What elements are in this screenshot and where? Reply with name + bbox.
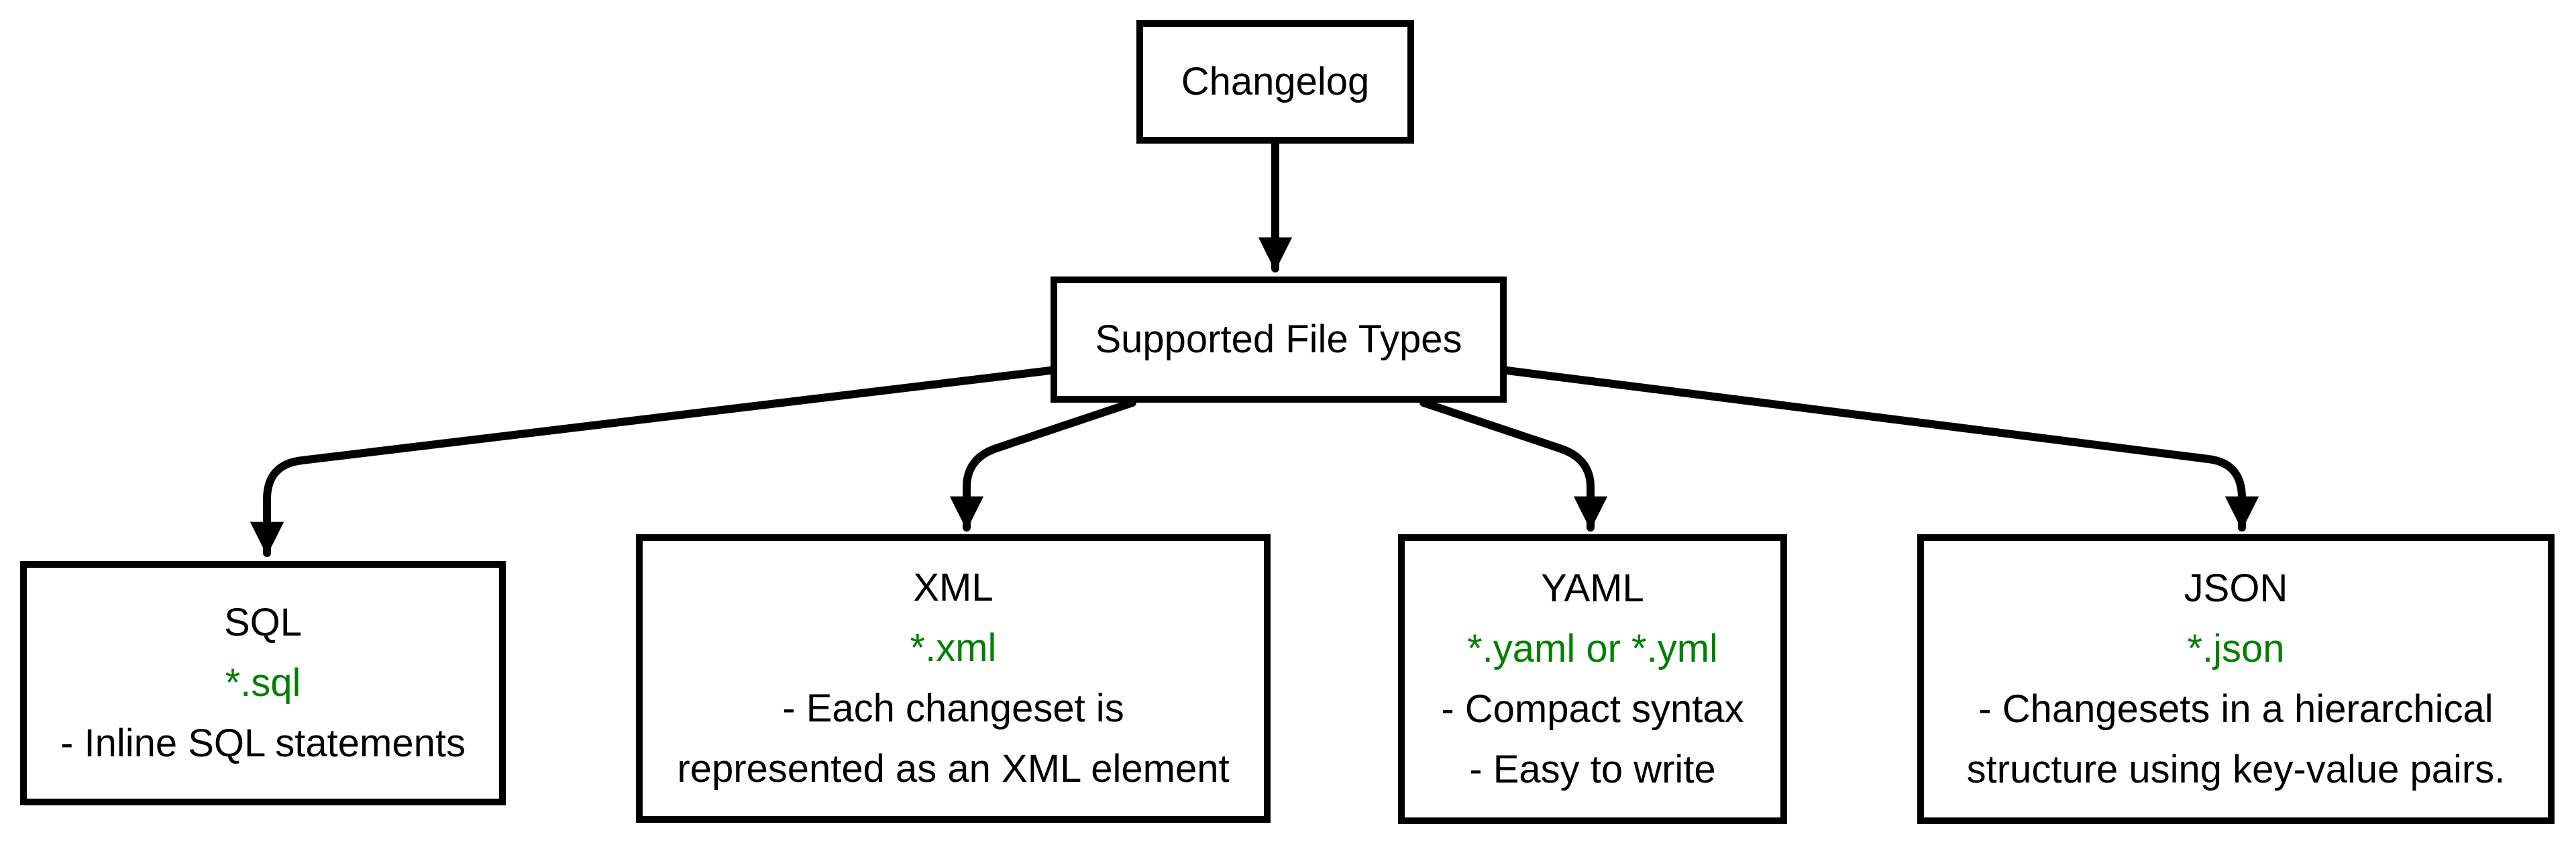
node-changelog-label: Changelog bbox=[1181, 60, 1370, 103]
node-xml-title: XML bbox=[913, 566, 994, 609]
edge-supported-file-types-to-xml bbox=[949, 399, 1136, 532]
node-supported-file-types: Supported File Types bbox=[1051, 277, 1507, 403]
node-json: JSON *.json - Changesets in a hierarchic… bbox=[1917, 534, 2555, 824]
node-xml: XML *.xml - Each changeset is represente… bbox=[636, 534, 1271, 823]
node-json-description: - Changesets in a hierarchical structure… bbox=[1966, 687, 2506, 791]
node-json-title: JSON bbox=[2184, 566, 2288, 610]
node-sql-title: SQL bbox=[223, 601, 303, 644]
node-xml-extension: *.xml bbox=[910, 626, 997, 670]
node-yaml: YAML *.yaml or *.yml - Compact syntax - … bbox=[1398, 534, 1787, 824]
node-sql: SQL *.sql - Inline SQL statements bbox=[20, 561, 506, 805]
node-supported-file-types-label: Supported File Types bbox=[1095, 317, 1462, 361]
edge-supported-file-types-to-json bbox=[1503, 366, 2259, 532]
node-xml-description: - Each changeset is represented as an XM… bbox=[677, 687, 1230, 791]
node-sql-extension: *.sql bbox=[225, 661, 301, 705]
node-json-extension: *.json bbox=[2187, 627, 2285, 670]
node-yaml-title: YAML bbox=[1541, 566, 1644, 610]
node-sql-description: - Inline SQL statements bbox=[60, 721, 466, 765]
node-yaml-description: - Compact syntax - Easy to write bbox=[1441, 687, 1744, 791]
node-changelog: Changelog bbox=[1136, 20, 1414, 144]
edge-supported-file-types-to-yaml bbox=[1419, 399, 1608, 532]
edge-supported-file-types-to-sql bbox=[250, 366, 1055, 557]
node-yaml-extension: *.yaml or *.yml bbox=[1467, 627, 1718, 670]
